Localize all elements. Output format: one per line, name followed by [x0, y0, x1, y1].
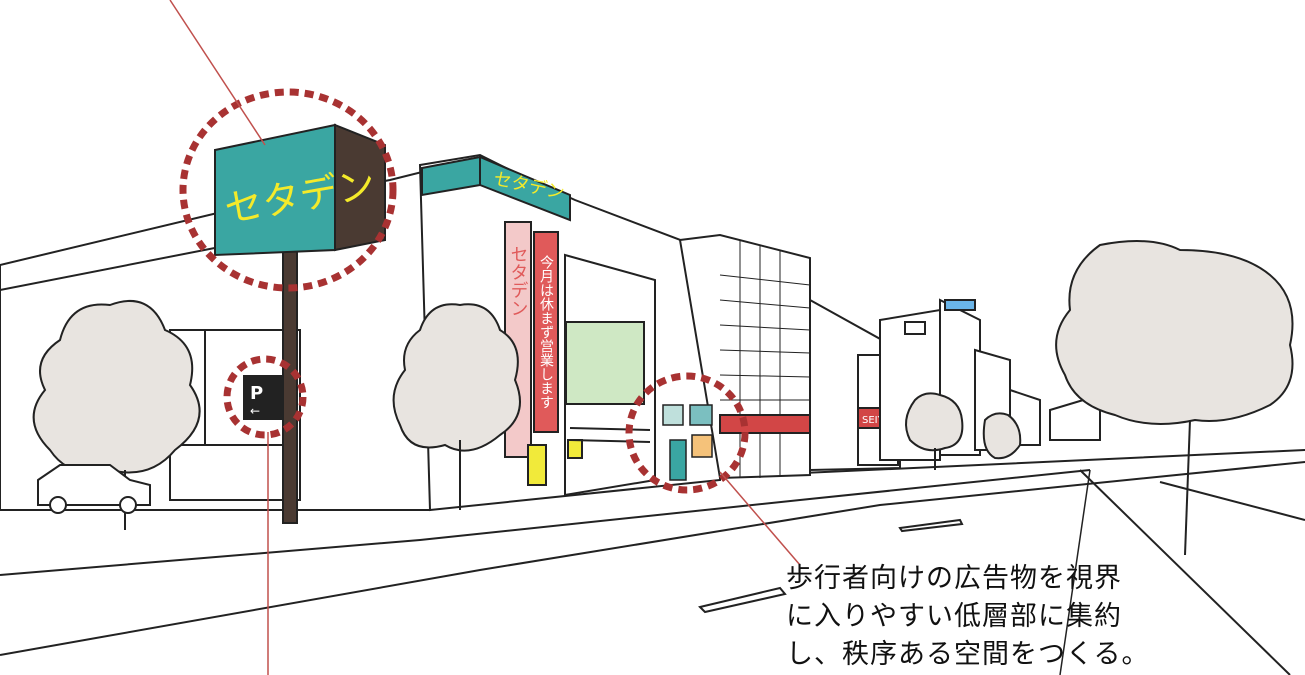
parking-arrow: ← [250, 404, 260, 418]
left-banner-text: セタデン [508, 245, 529, 317]
parking-sign-highlight [223, 355, 307, 439]
leader-lines [169, 0, 801, 675]
right-banner-text: 今月は休まず営業します [538, 255, 554, 409]
leader-line-annotation [719, 471, 801, 566]
annotation-caption: 歩行者向けの広告物を視界 に入りやすい低層部に集約 し、秩序ある空間をつくる。 [786, 560, 1158, 674]
parking-sign: P ← [243, 375, 283, 420]
car [37, 464, 151, 514]
leader-line-top [169, 0, 266, 146]
parking-letter: P [250, 383, 263, 404]
annotation-line-1: 歩行者向けの広告物を視界 [786, 563, 1122, 594]
pole-sign-highlight [179, 88, 397, 292]
pedestrian-panels [662, 404, 713, 481]
highlight-circles [179, 88, 749, 494]
annotation-line-3: し、秩序ある空間をつくる。 [786, 639, 1150, 670]
pole-sign: セタデン [214, 123, 386, 524]
annotation-line-2: に入りやすい低層部に集約 [786, 601, 1122, 632]
trees [32, 240, 1294, 556]
panels-highlight [625, 372, 749, 494]
